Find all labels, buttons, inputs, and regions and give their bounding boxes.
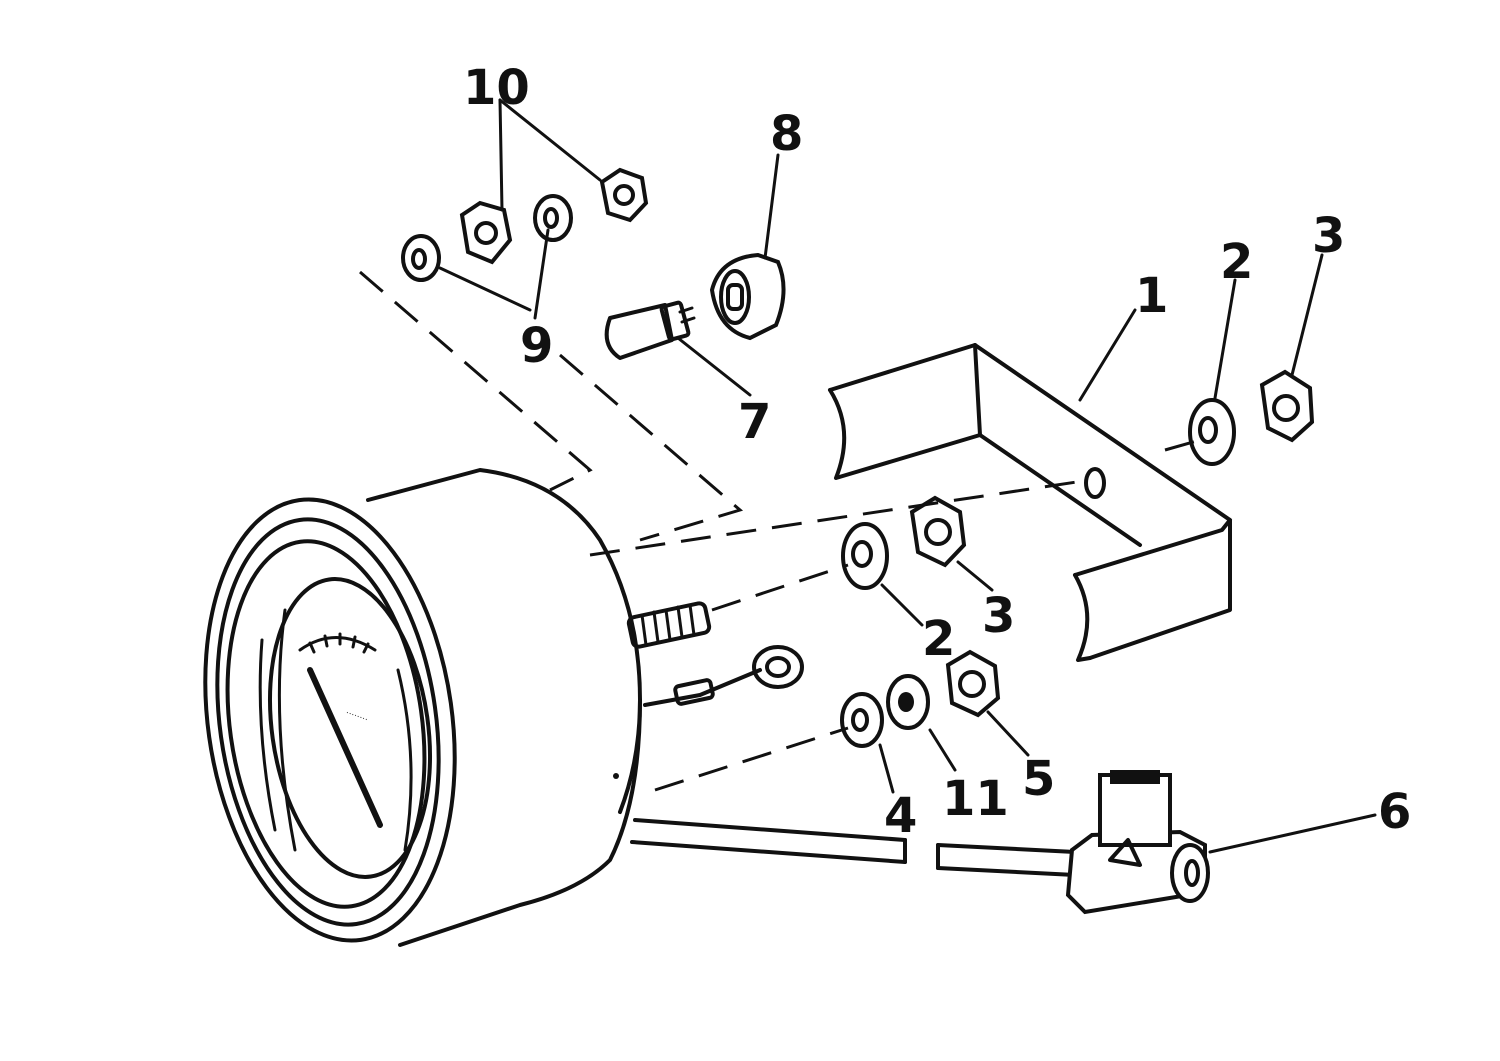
callout-1: 1 <box>1135 268 1168 324</box>
mounting-bracket <box>828 343 1232 662</box>
callout-5: 5 <box>1022 751 1055 807</box>
cable <box>630 818 1077 877</box>
bulb-socket <box>709 252 786 341</box>
ring-terminal <box>643 645 804 707</box>
nut-3-mid <box>909 495 967 568</box>
callout-8: 8 <box>770 106 803 162</box>
bulb <box>604 300 696 360</box>
lockwasher-9-left <box>401 234 441 282</box>
callout-10: 10 <box>463 60 530 116</box>
svg-text:········: ········ <box>344 708 369 725</box>
lockwasher-2-top <box>1188 398 1236 466</box>
lockwasher-2-mid <box>841 522 889 590</box>
nut-5 <box>945 649 1001 718</box>
lockwasher-9-right <box>533 194 573 242</box>
callout-3-top: 3 <box>1312 208 1345 264</box>
callout-7: 7 <box>738 394 771 450</box>
callout-9: 9 <box>520 318 553 374</box>
sender-unit <box>1065 770 1210 915</box>
callout-2-top: 2 <box>1220 234 1253 290</box>
nut-3-top <box>1259 369 1315 443</box>
callout-11: 11 <box>942 771 1009 827</box>
washer-4 <box>840 692 884 748</box>
washer-11 <box>886 674 930 730</box>
nut-10-left <box>459 200 513 265</box>
nut-10-right <box>599 167 649 223</box>
gauge-housing: ········ <box>203 468 642 947</box>
callout-4: 4 <box>884 788 917 844</box>
callout-6: 6 <box>1378 784 1411 840</box>
leader-lines <box>438 98 1377 854</box>
assembly-lines <box>359 270 1201 792</box>
threaded-stud <box>626 601 712 649</box>
callout-2-mid: 2 <box>922 611 955 667</box>
callout-3-mid: 3 <box>982 588 1015 644</box>
